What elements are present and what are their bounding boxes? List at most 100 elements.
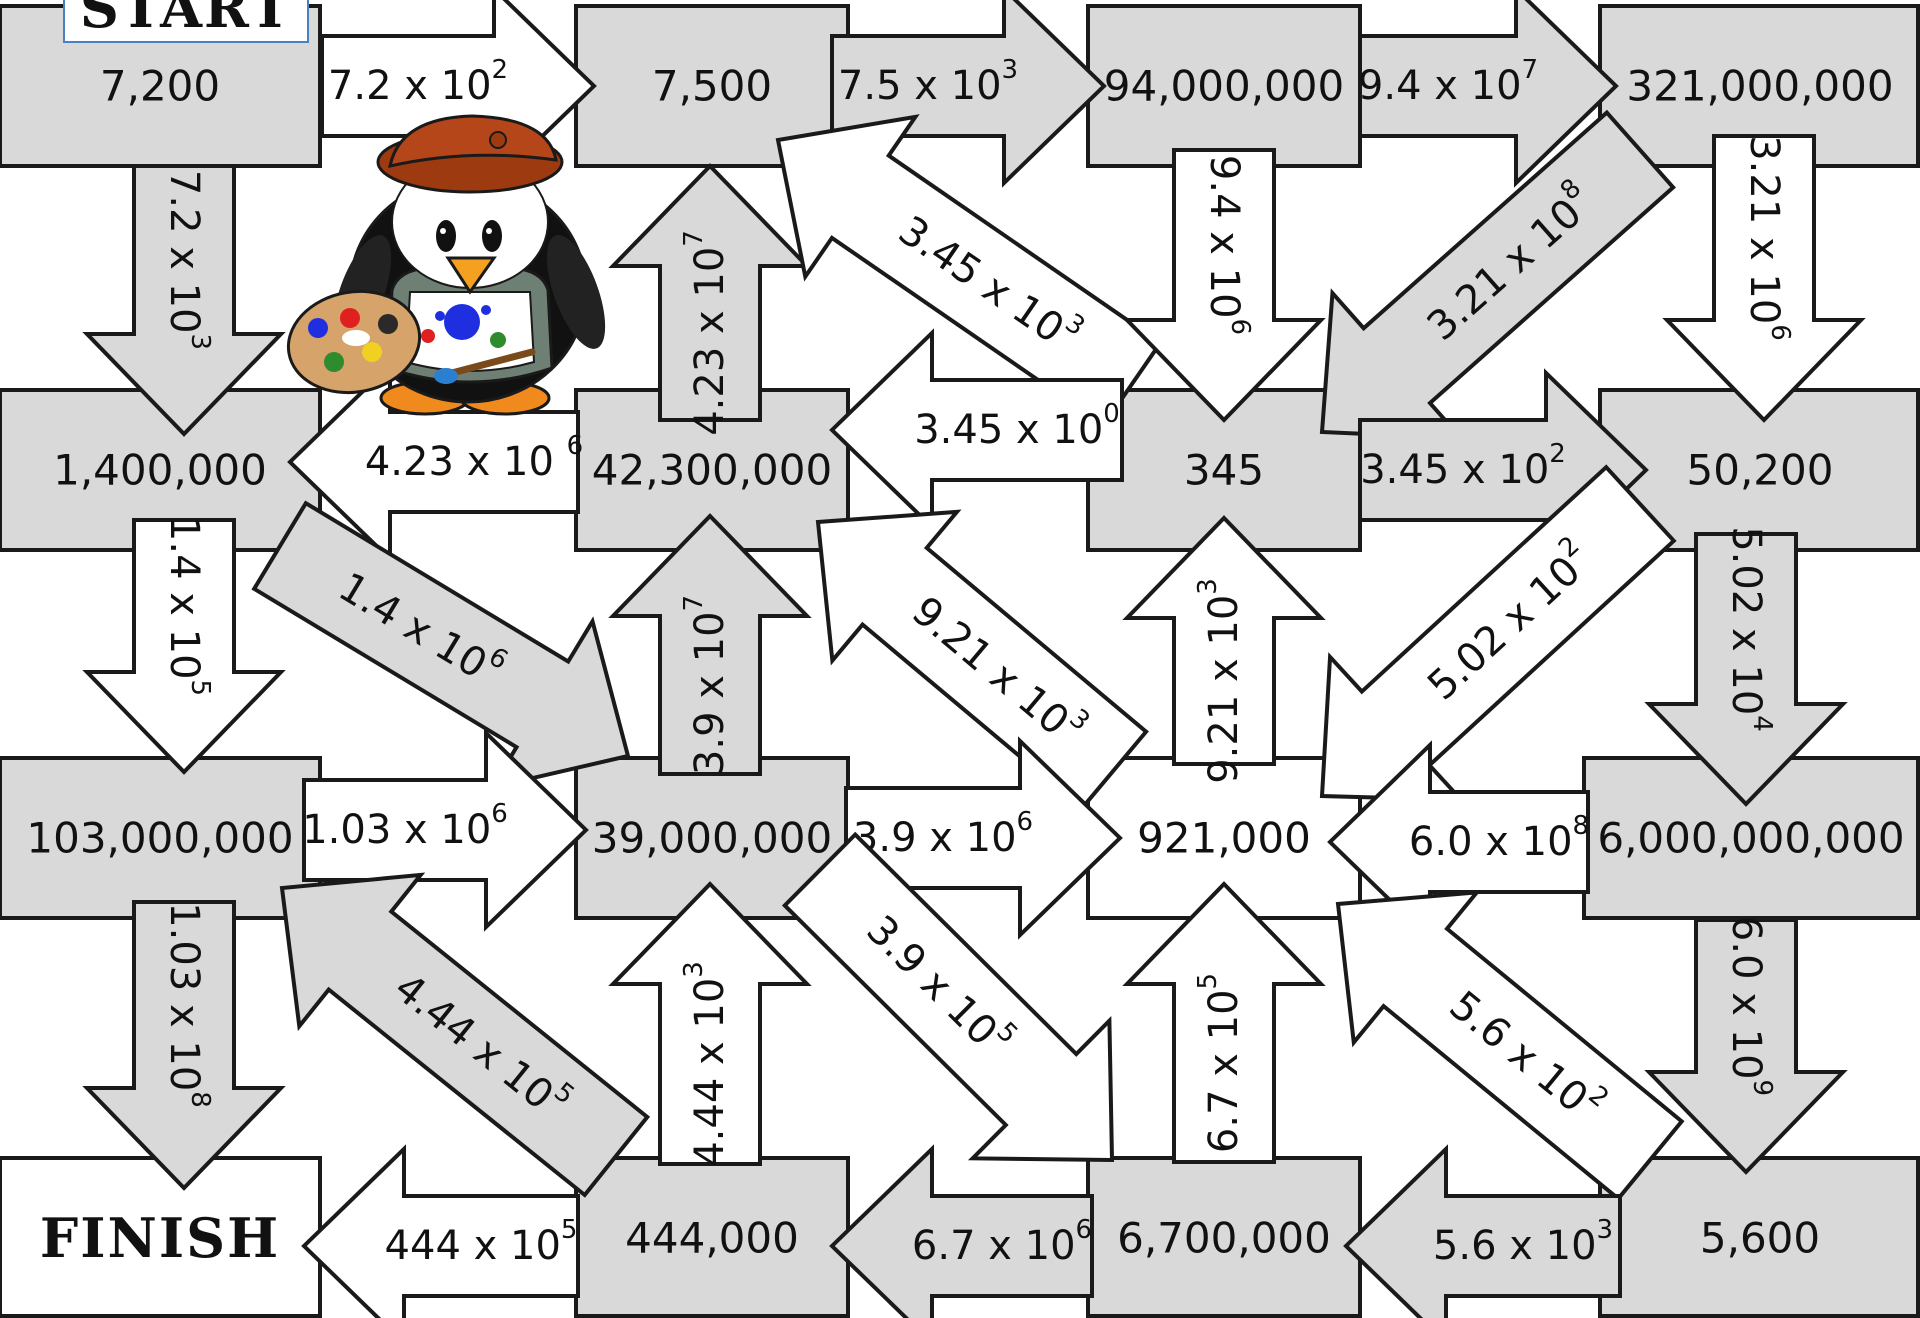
arrow-label-exponent: 2: [1549, 439, 1566, 469]
arrow-label: 9.4 x 107: [1358, 55, 1538, 109]
arrow-label-exponent: 6: [491, 799, 508, 829]
box-value: 7,200: [100, 62, 220, 111]
arrow-label: 3.45 x 100: [914, 399, 1120, 453]
arrow-a9: 3.21 x 106: [1667, 135, 1861, 420]
arrow-label-base: 4.44 x 10: [687, 978, 733, 1167]
arrow-label: 3.45 x 102: [1360, 439, 1566, 493]
arrow-label-exponent: 6: [1765, 324, 1795, 341]
arrow-label-exponent: 8: [1573, 811, 1590, 841]
start-label: START: [80, 0, 292, 40]
box-value: 5,600: [1700, 1214, 1820, 1263]
arrow-label-exponent: 7: [679, 595, 709, 612]
arrow-label-exponent: 3: [185, 334, 215, 351]
arrow-label-exponent: 4: [1747, 715, 1777, 732]
arrow-label: 9.4 x 106: [1201, 155, 1255, 335]
box-value: 7,500: [652, 62, 772, 111]
arrow-label: 7.2 x 102: [328, 55, 508, 109]
box-5600: 5,600: [1600, 1158, 1918, 1316]
finish-label: FINISH: [40, 1206, 280, 1270]
box-value: 42,300,000: [592, 446, 832, 495]
box-value: 444,000: [625, 1214, 799, 1263]
arrow-label-base: 9.4 x 10: [1201, 155, 1247, 319]
arrow-label: 3.9 x 107: [679, 595, 733, 775]
arrow-label-exponent: 6: [1076, 1215, 1093, 1245]
arrow-label-base: 4.23 x 10: [365, 439, 567, 485]
arrow-a32: 5.6 x 103: [1346, 1149, 1620, 1318]
arrow-a29: 6.0 x 109: [1649, 916, 1843, 1172]
arrow-label-base: 6.0 x 10: [1409, 819, 1573, 865]
arrow-label: 1.03 x 108: [161, 902, 215, 1108]
arrow-label-exponent: 3: [1002, 55, 1019, 85]
arrow-label: 6.0 x 108: [1409, 811, 1589, 865]
arrow-label: 6.0 x 109: [1723, 916, 1777, 1096]
box-103000000: 103,000,000: [0, 758, 320, 918]
arrow-label-exponent: 0: [1103, 399, 1120, 429]
arrow-label-exponent: 5: [561, 1215, 578, 1245]
arrow-label-base: 7.5 x 10: [838, 63, 1002, 109]
arrow-label-base: 9.4 x 10: [1358, 63, 1522, 109]
arrow-label: 5.02 x 104: [1723, 526, 1777, 732]
arrow-label: 4.44 x 103: [679, 961, 733, 1167]
arrow-label-exponent: 7: [1522, 55, 1539, 85]
arrow-label: 5.6 x 103: [1433, 1215, 1613, 1269]
arrow-label-base: 7.2 x 10: [328, 63, 492, 109]
box-value: 6,700,000: [1117, 1214, 1331, 1263]
arrow-label-exponent: 9: [1747, 1080, 1777, 1097]
box-value: 1,400,000: [53, 446, 267, 495]
arrow-label-base: 3.9 x 10: [687, 611, 733, 775]
arrow-label-exponent: 7: [679, 230, 709, 247]
arrow-label-exponent: 2: [492, 55, 509, 85]
arrow-a23: 1.03 x 108: [87, 902, 281, 1188]
arrow-label-base: 1.03 x 10: [161, 902, 207, 1091]
box-value: 921,000: [1137, 814, 1311, 863]
arrow-label: 3.9 x 106: [853, 807, 1033, 861]
arrow-label-base: 444 x 10: [385, 1223, 561, 1269]
box-444000: 444,000: [576, 1158, 848, 1316]
box-value: 321,000,000: [1626, 62, 1893, 111]
arrow-a17: 9.21 x 103: [1127, 518, 1321, 784]
arrow-label-base: 3.21 x 10: [1741, 135, 1787, 324]
arrow-label-base: 3.45 x 10: [1360, 447, 1549, 493]
arrow-label-exponent: 3: [679, 961, 709, 978]
arrow-label: 9.21 x 103: [1193, 578, 1247, 784]
box-value: 103,000,000: [26, 814, 293, 863]
box-94000000: 94,000,000: [1088, 6, 1360, 166]
arrow-a31: 6.7 x 106: [832, 1149, 1092, 1318]
arrow-label: 7.5 x 103: [838, 55, 1018, 109]
box-value: 6,000,000,000: [1597, 814, 1904, 863]
arrow-label: 7.2 x 103: [161, 170, 215, 350]
arrow-a15: 3.9 x 107: [613, 516, 807, 775]
box-value: 39,000,000: [592, 814, 832, 863]
box-value: 345: [1184, 446, 1264, 495]
arrow-a13: 1.4 x 105: [87, 516, 281, 772]
arrow-label-exponent: 5: [185, 680, 215, 697]
arrow-a7: 9.4 x 106: [1127, 150, 1321, 420]
arrow-label: 6.7 x 106: [912, 1215, 1092, 1269]
arrow-label-base: 7.2 x 10: [161, 170, 207, 334]
box-value: 94,000,000: [1104, 62, 1344, 111]
finish-box: FINISH: [0, 1158, 320, 1316]
arrow-label-base: 6.7 x 10: [912, 1223, 1076, 1269]
arrow-label-exponent: 3: [1597, 1215, 1614, 1245]
arrow-label: 1.03 x 106: [302, 799, 508, 853]
arrow-label-exponent: 6: [1225, 319, 1255, 336]
arrow-label-exponent: 6: [1017, 807, 1034, 837]
arrow-label: 4.23 x 107: [679, 230, 733, 436]
arrow-label-base: 5.02 x 10: [1723, 526, 1769, 715]
arrow-label: 444 x 105: [385, 1215, 578, 1269]
arrow-label-base: 6.0 x 10: [1723, 916, 1769, 1080]
arrow-label-exponent: 3: [1193, 578, 1223, 595]
box-value: 50,200: [1687, 446, 1834, 495]
arrow-a30: 444 x 105: [304, 1149, 578, 1318]
arrow-label-base: 1.4 x 10: [161, 516, 207, 680]
arrow-label-base: 3.45 x 10: [914, 407, 1103, 453]
arrow-label-base: 6.7 x 10: [1201, 989, 1247, 1153]
arrow-label-base: 1.03 x 10: [302, 807, 491, 853]
box-6700000: 6,700,000: [1088, 1158, 1360, 1316]
arrow-label-base: 5.6 x 10: [1433, 1223, 1597, 1269]
arrow-label-exponent: 8: [185, 1091, 215, 1108]
arrow-label: 1.4 x 105: [161, 516, 215, 696]
